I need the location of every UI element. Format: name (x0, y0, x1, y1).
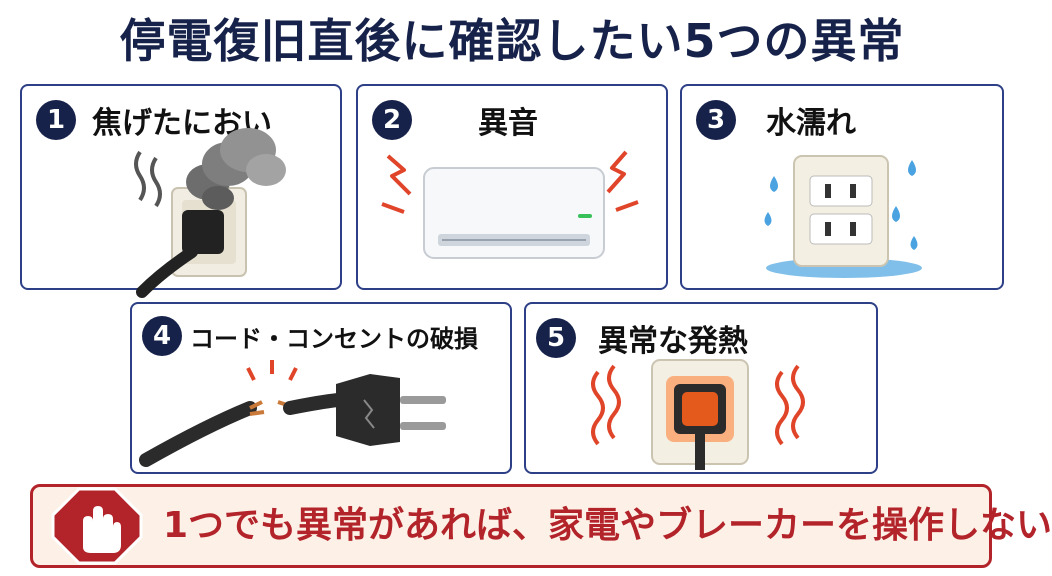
card-number: 1 (36, 100, 76, 140)
wet-outlet-icon (764, 155, 922, 278)
hot-outlet-icon (591, 359, 805, 470)
warning-banner: 1つでも異常があれば、家電やブレーカーを操作しない (30, 484, 1052, 568)
broken-cord-icon (139, 360, 446, 467)
card-number: 5 (536, 318, 576, 358)
stop-hand-icon (51, 487, 143, 565)
card-water: 3 水濡れ (680, 84, 1004, 290)
card-number: 4 (142, 316, 182, 356)
card-label: 異音 (478, 106, 538, 141)
card-burning-smell: 1 焦げたにおい (20, 84, 342, 298)
smoke-icon (134, 128, 286, 298)
card-label: コード・コンセントの破損 (190, 324, 478, 353)
air-conditioner-icon (381, 150, 639, 259)
card-abnormal-heat: 5 異常な発熱 (524, 302, 878, 474)
card-label: 水濡れ (766, 106, 856, 141)
card-label: 異常な発熱 (598, 324, 748, 359)
card-strange-noise: 2 異音 (356, 84, 668, 290)
card-broken-cord: 4 コード・コンセントの破損 (130, 302, 512, 474)
card-number: 2 (372, 100, 412, 140)
warning-text: 1つでも異常があれば、家電やブレーカーを操作しない (163, 505, 1052, 546)
card-number: 3 (696, 100, 736, 140)
page-title: 停電復旧直後に確認したい5つの異常 (119, 14, 905, 68)
